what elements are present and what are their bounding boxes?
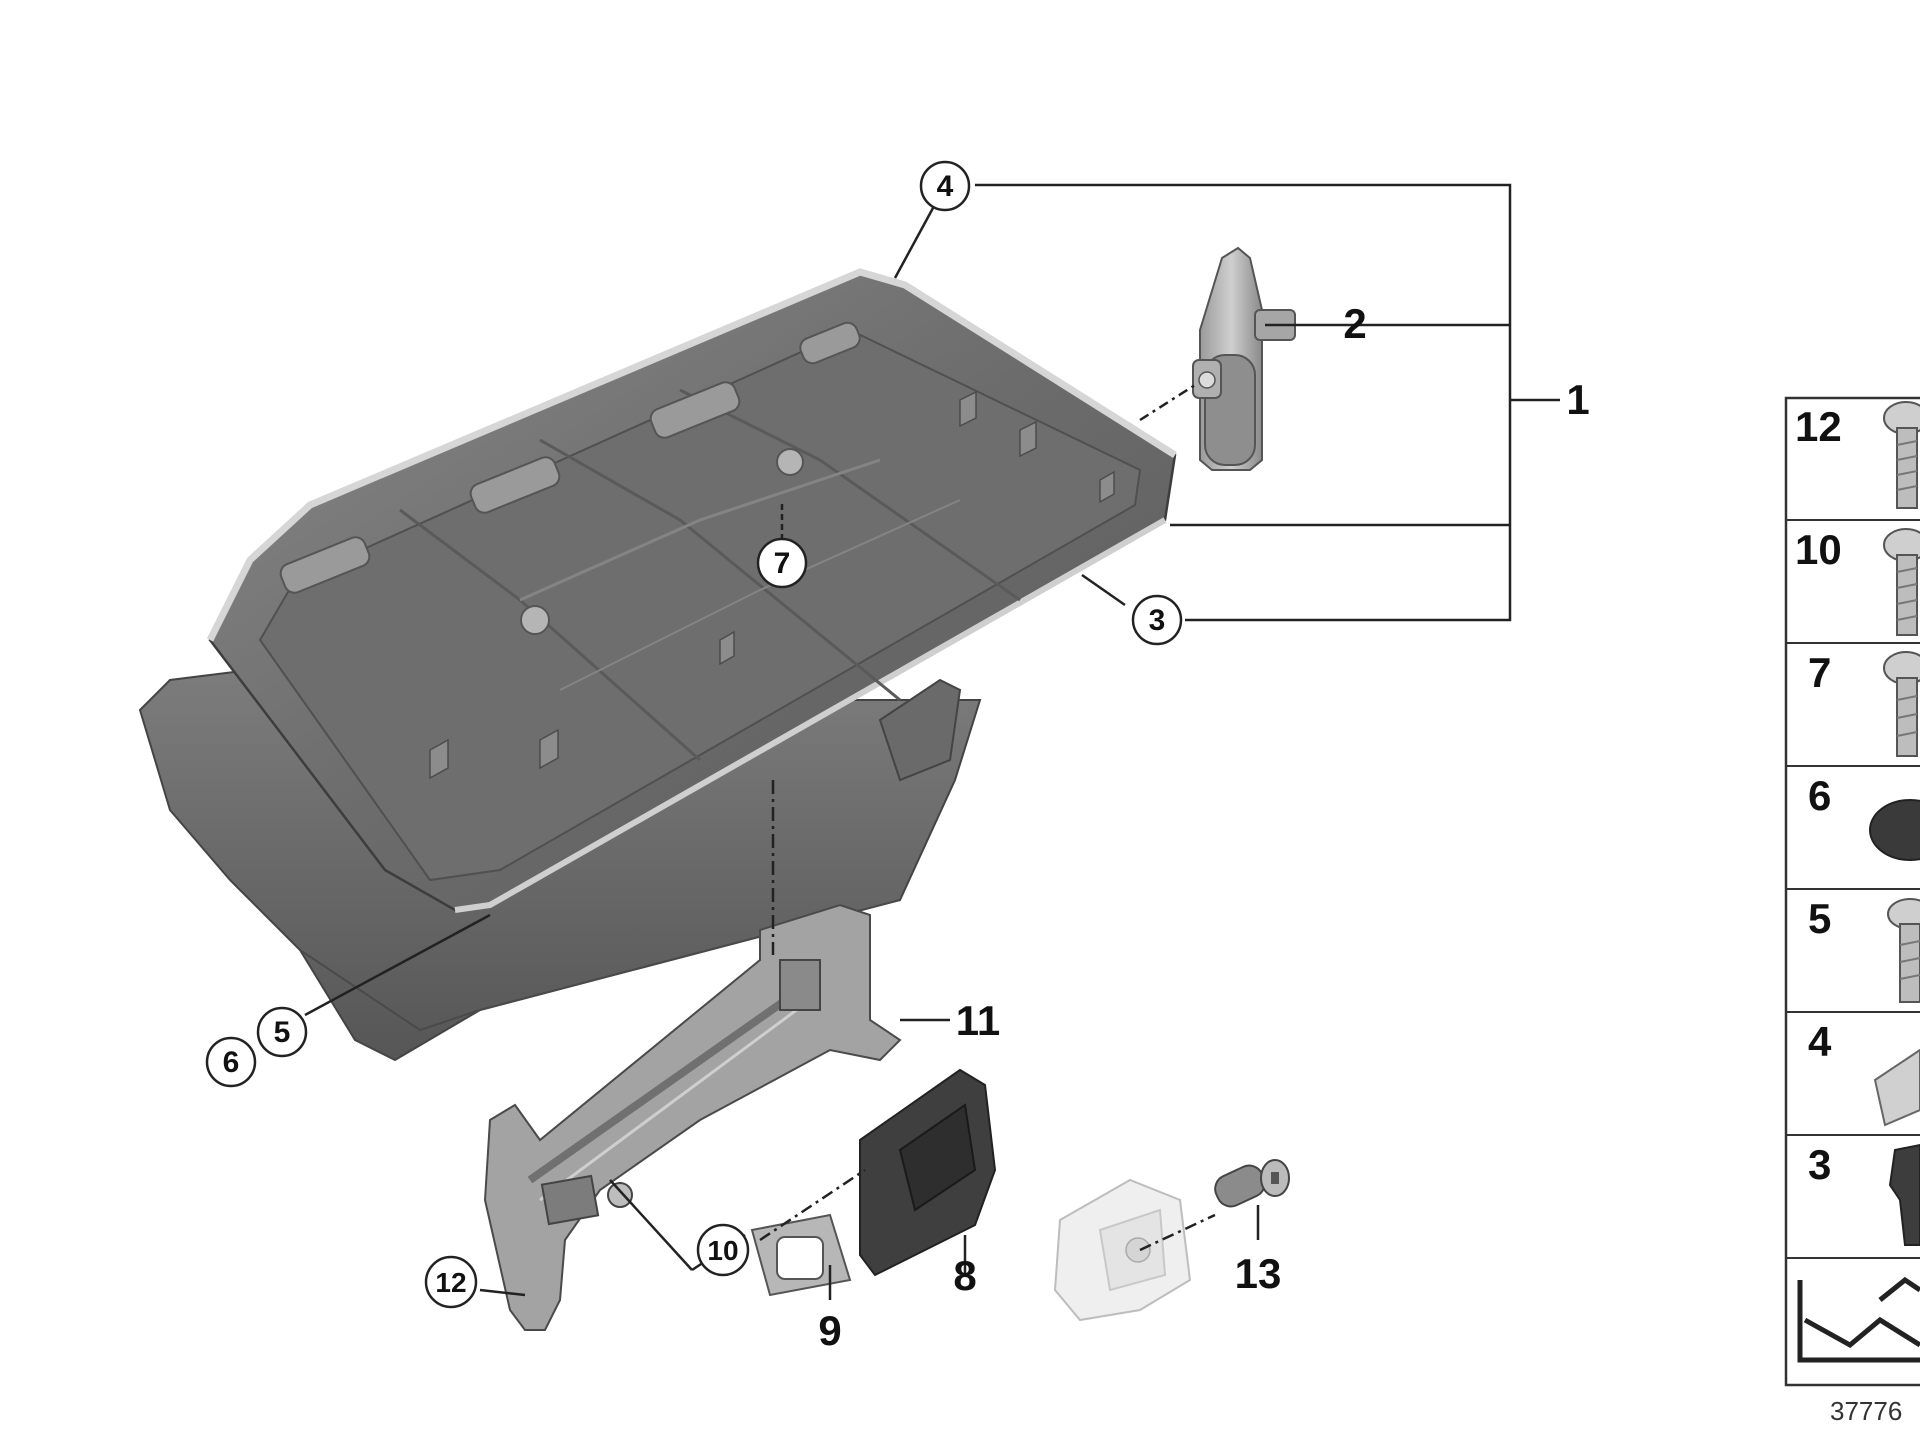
reference-number: 37776 [1830,1396,1902,1426]
callout-13-label: 13 [1235,1250,1282,1297]
legend-row-3: 3 [1808,1141,1920,1246]
callout-11-label: 11 [956,997,1000,1044]
lock-cylinder [1214,1159,1290,1208]
legend-row-7: 7 [1808,649,1920,757]
callout-7: 7 [756,537,808,589]
callout-12: 12 [424,1255,478,1309]
legend-row-12: 12 [1795,401,1920,509]
callout-7-label: 7 [774,547,791,580]
bracket-symbol-icon [1797,1276,1920,1363]
damper-part [1192,246,1296,471]
callout-8-label: 8 [953,1252,976,1299]
legend-row-symbol [1797,1276,1920,1363]
callout-10: 10 [696,1223,750,1277]
callout-6-label: 6 [223,1046,240,1079]
legend-label-6: 6 [1808,772,1831,819]
screw-icon [1883,651,1920,757]
legend-label-10: 10 [1795,526,1842,573]
clip-icon [1873,1048,1920,1127]
callout-9-label: 9 [818,1307,841,1354]
hardware-legend: 12 10 7 6 [1784,396,1920,1426]
callout-5-label: 5 [274,1016,291,1049]
legend-row-4: 4 [1808,1018,1920,1127]
release-button [859,1068,997,1277]
screw-icon [1883,528,1920,636]
legend-label-4: 4 [1808,1018,1832,1065]
callout-5: 5 [256,1006,308,1058]
grommet-icon [1869,799,1920,861]
callout-1-label: 1 [1566,376,1589,423]
legend-label-3: 3 [1808,1141,1831,1188]
stop-buffer-icon [1888,1143,1920,1246]
screw-icon [1887,898,1920,1003]
callout-2-label: 2 [1343,300,1366,347]
callout-3: 3 [1131,594,1183,646]
legend-frame [1784,396,1920,1387]
legend-row-5: 5 [1808,895,1920,1003]
callout-6: 6 [205,1036,257,1088]
callout-12-label: 12 [435,1267,466,1298]
legend-row-10: 10 [1795,526,1920,636]
legend-label-12: 12 [1795,403,1842,450]
leader-lines [304,183,1560,1300]
legend-label-7: 7 [1808,649,1831,696]
lock-housing-white [1053,1178,1192,1322]
callout-4: 4 [919,160,971,212]
lock-mechanism [483,903,902,1331]
frame-plate [750,1213,852,1297]
callout-10-label: 10 [707,1235,738,1266]
glove-box-assembly [138,268,1177,1062]
callout-4-label: 4 [937,170,954,203]
callouts: 4 2 1 7 3 5 6 11 10 [205,160,1590,1354]
legend-label-5: 5 [1808,895,1831,942]
legend-row-6: 6 [1808,772,1920,861]
screw-icon [1883,401,1920,509]
callout-3-label: 3 [1149,604,1166,637]
